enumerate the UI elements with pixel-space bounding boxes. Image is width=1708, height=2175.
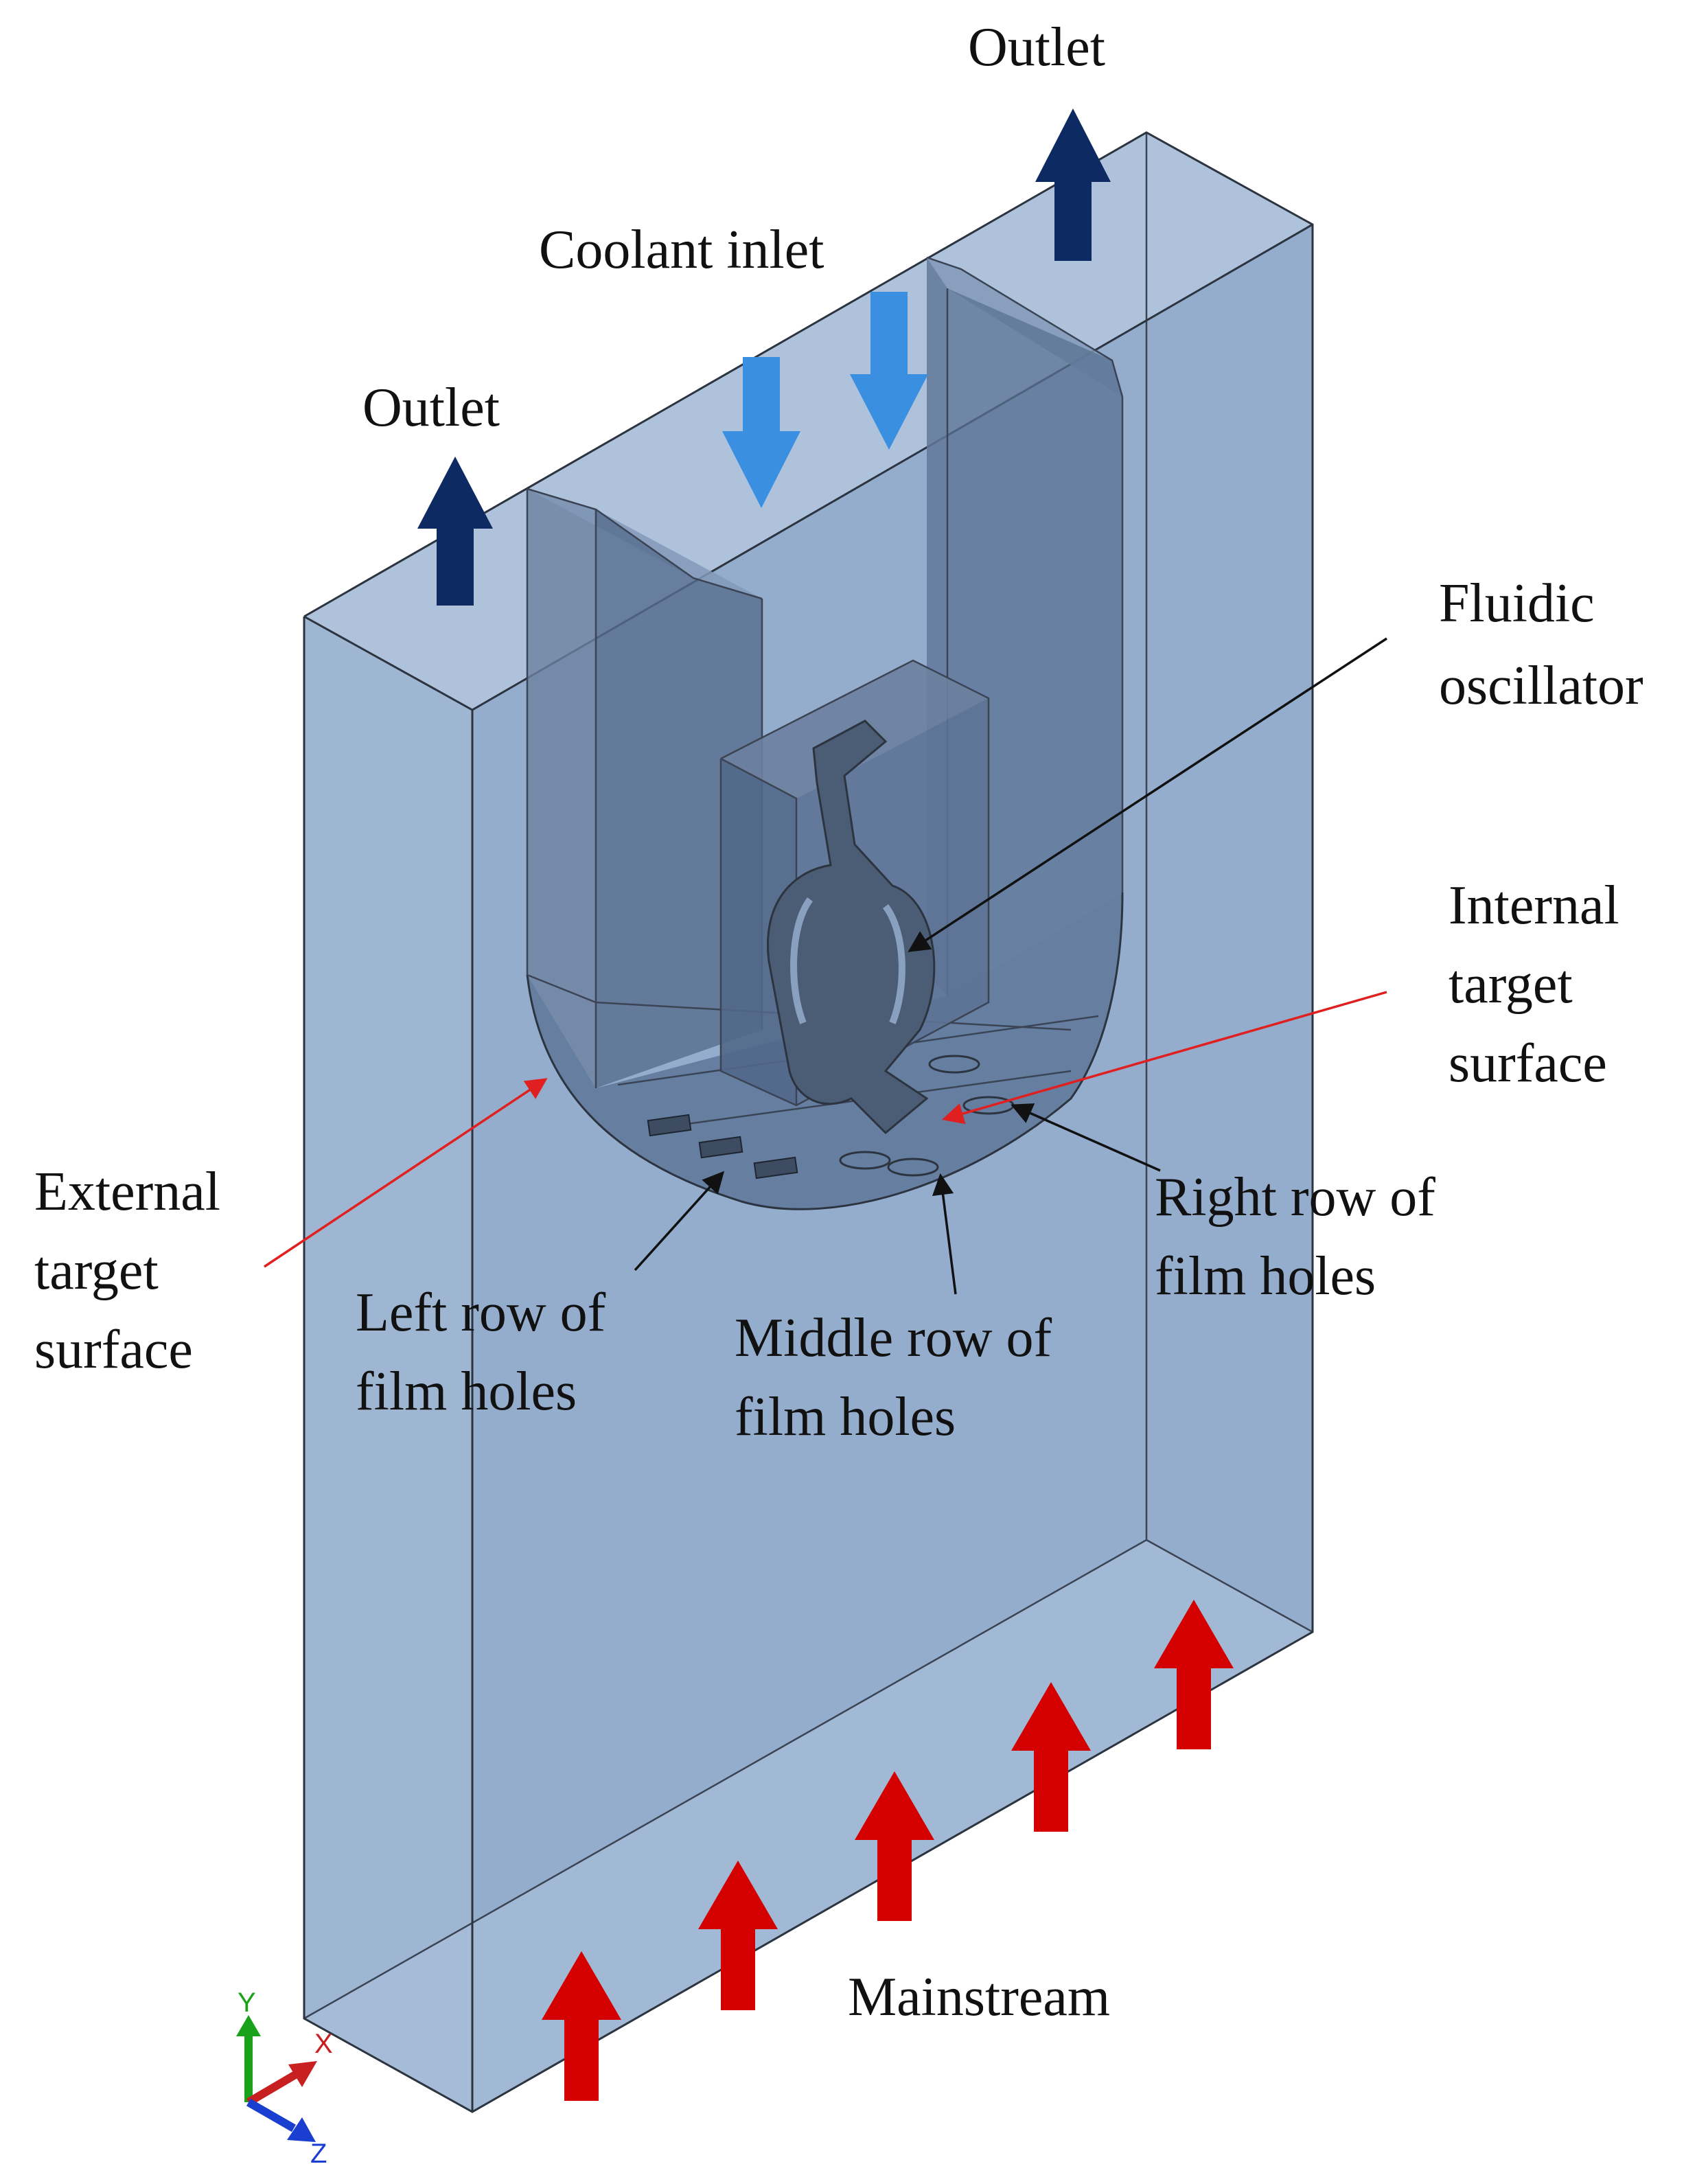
pointer-fluidic-oscillator bbox=[908, 637, 1387, 952]
label-internal-target-surface: Internal target surface bbox=[1449, 875, 1633, 1094]
pointer-middle-row bbox=[932, 1173, 957, 1295]
film-hole bbox=[698, 1136, 743, 1159]
u-channel-left-leg-outer bbox=[527, 489, 596, 1088]
coolant-inlet-arrows bbox=[722, 292, 928, 508]
label-internal-target-surface-line: surface bbox=[1449, 1033, 1607, 1094]
label-external-target-surface: External target surface bbox=[34, 1162, 234, 1380]
film-hole bbox=[753, 1156, 798, 1179]
label-left-row-film-holes: Left row of film holes bbox=[356, 1282, 619, 1422]
block-outline bbox=[303, 131, 1314, 2113]
label-internal-target-surface-line: target bbox=[1449, 954, 1573, 1015]
pointer-external-target-surface bbox=[264, 1078, 548, 1268]
label-outlet-left: Outlet bbox=[362, 378, 500, 438]
outlet-arrow-right bbox=[1035, 108, 1111, 261]
axis-z-line bbox=[246, 2098, 296, 2132]
label-fluidic-oscillator-line: oscillator bbox=[1439, 656, 1643, 716]
axis-z-label: Z bbox=[310, 2139, 327, 2169]
film-hole bbox=[839, 1151, 891, 1170]
axis-x-head bbox=[288, 2061, 317, 2087]
label-right-row-film-holes: Right row of film holes bbox=[1155, 1167, 1449, 1307]
axis-triad: Y X Z bbox=[236, 1988, 333, 2169]
text-labels: Outlet Outlet Coolant inlet Fluidic osci… bbox=[34, 17, 1643, 2027]
pointer-right-row bbox=[1011, 1103, 1161, 1172]
label-internal-target-surface-line: Internal bbox=[1449, 875, 1619, 936]
axis-x-label: X bbox=[314, 2029, 333, 2059]
label-mainstream: Mainstream bbox=[848, 1967, 1110, 2027]
film-hole bbox=[887, 1158, 939, 1177]
fluidic-oscillator bbox=[719, 659, 990, 1135]
block-hidden-edge-bottom bbox=[1146, 1539, 1313, 1633]
mainstream-arrows bbox=[542, 1600, 1234, 2101]
label-right-row-line: film holes bbox=[1155, 1246, 1376, 1307]
mainstream-arrow-1 bbox=[542, 1951, 621, 2101]
film-hole bbox=[928, 1055, 980, 1074]
label-outlet-right: Outlet bbox=[968, 17, 1105, 78]
label-external-target-surface-line: External bbox=[34, 1162, 220, 1222]
axis-z-head bbox=[287, 2117, 316, 2142]
oscillator-feedback-loop-left bbox=[790, 897, 813, 1024]
label-middle-row-line: film holes bbox=[735, 1387, 956, 1447]
coolant-arrow-2 bbox=[850, 292, 928, 450]
pointer-left-row bbox=[634, 1171, 725, 1271]
u-channel-top-edges bbox=[527, 487, 763, 600]
outlet-arrow-left bbox=[417, 457, 493, 606]
axis-x-line bbox=[246, 2071, 298, 2106]
label-fluidic-oscillator: Fluidic oscillator bbox=[1439, 573, 1643, 716]
label-external-target-surface-line: surface bbox=[34, 1320, 193, 1380]
film-hole bbox=[647, 1114, 692, 1137]
label-fluidic-oscillator-line: Fluidic bbox=[1439, 573, 1595, 634]
oscillator-feedback-loop-right bbox=[882, 904, 905, 1024]
label-coolant-inlet: Coolant inlet bbox=[539, 220, 824, 280]
label-middle-row-film-holes: Middle row of film holes bbox=[735, 1308, 1065, 1447]
coolant-arrow-1 bbox=[722, 357, 800, 508]
label-right-row-line: Right row of bbox=[1155, 1167, 1435, 1228]
u-channel-right-leg-front bbox=[947, 288, 1122, 996]
plenum-box-side bbox=[721, 759, 796, 1105]
pointer-lines bbox=[264, 637, 1387, 1295]
label-middle-row-line: Middle row of bbox=[735, 1308, 1052, 1368]
block-left-face bbox=[304, 617, 472, 2112]
label-external-target-surface-line: target bbox=[34, 1241, 159, 1301]
axis-y-head bbox=[236, 2015, 261, 2036]
label-left-row-line: Left row of bbox=[356, 1282, 606, 1343]
oscillator-body bbox=[767, 720, 936, 1135]
outlet-arrows bbox=[417, 108, 1111, 606]
axis-y-label: Y bbox=[238, 1988, 256, 2018]
pointer-internal-target-surface bbox=[941, 991, 1387, 1125]
mainstream-arrow-2 bbox=[698, 1861, 778, 2010]
block-bottom-face bbox=[304, 1540, 1313, 2112]
label-left-row-line: film holes bbox=[356, 1361, 577, 1422]
plenum-box-edges bbox=[719, 659, 990, 1107]
mainstream-arrow-5 bbox=[1154, 1600, 1234, 1749]
mainstream-arrow-3 bbox=[855, 1771, 934, 1921]
u-channel-top-edges-2 bbox=[926, 256, 1124, 398]
mainstream-arrow-4 bbox=[1011, 1682, 1091, 1832]
u-channel-curve-outline bbox=[526, 892, 1124, 1210]
